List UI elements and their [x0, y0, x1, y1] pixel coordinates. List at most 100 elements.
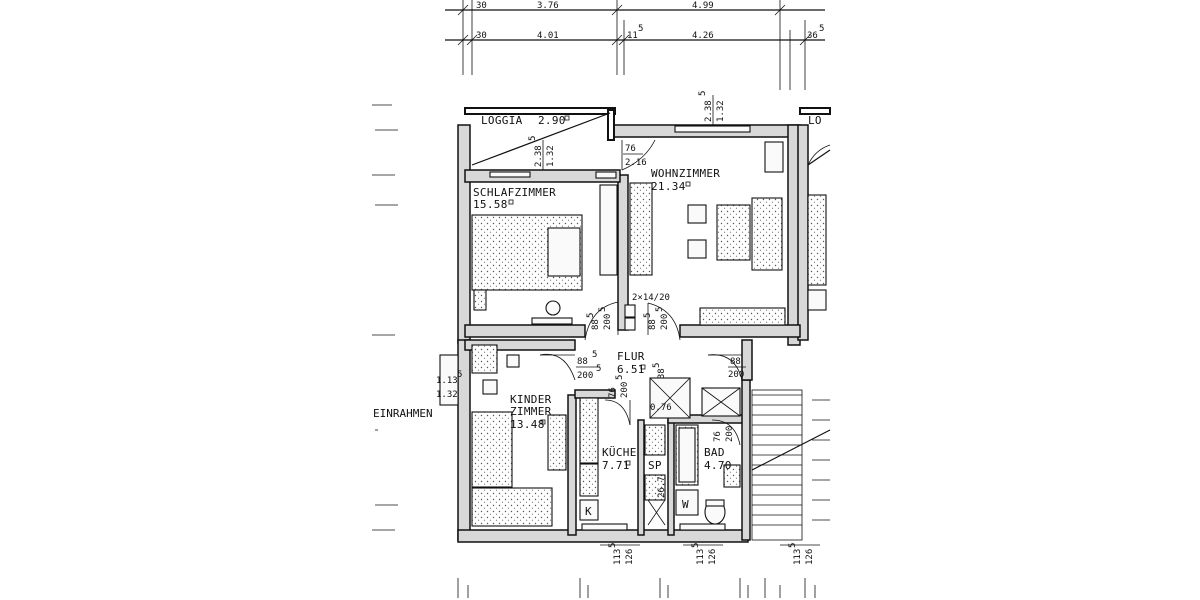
shelf — [531, 317, 573, 325]
shelf-kids — [547, 414, 567, 471]
area-marker-icon — [685, 181, 691, 187]
door-wohnzimmer-arc — [647, 302, 681, 341]
area-marker-icon — [508, 199, 514, 205]
dim-top-30b: 30 — [476, 31, 487, 41]
door-schlafzimmer-arc — [584, 301, 619, 341]
room-kueche-name: KÜCHE — [602, 446, 637, 459]
area-marker-icon — [640, 364, 646, 370]
dim-bottom1-a-sup: 5 — [608, 543, 618, 548]
sofa — [751, 197, 783, 271]
dim-door4-a: 88 — [730, 357, 741, 367]
stove — [579, 463, 599, 497]
dim-door1-a-sup: 5 — [586, 313, 596, 318]
dim-top-36-sup: 5 — [819, 24, 824, 34]
dim-sp: 26.7 — [657, 476, 667, 498]
dim-bottom2-a: 113 — [696, 549, 706, 565]
bad-fixtures — [644, 377, 741, 525]
kitchen-counter-left — [579, 397, 599, 464]
interior-walls — [464, 169, 801, 541]
dim-bottom1-a: 113 — [613, 549, 623, 565]
stair-tag: 2×14/20 — [632, 293, 670, 303]
left-margin-marks — [372, 104, 398, 531]
dim-door3-b: 200 — [577, 371, 593, 381]
dim-door3-a: 88 — [577, 357, 588, 367]
windows — [439, 125, 751, 531]
dim-left-win-b: 1.32 — [436, 390, 458, 400]
area-marker-icon — [625, 460, 631, 466]
room-wohnzimmer-area: 21.34 — [651, 180, 686, 193]
dim-bottom3-b: 126 — [805, 549, 815, 565]
desk — [471, 344, 498, 374]
dim-bottom2-a-sup: 5 — [691, 543, 701, 548]
coffee-table — [716, 204, 751, 261]
room-kinderzimmer-area: 13.48 — [510, 418, 545, 431]
lamp-icon — [545, 300, 561, 316]
dim-loggia-h1: 2.38 — [534, 145, 544, 167]
dim-loggia-h1-sup: 5 — [528, 136, 538, 141]
dim-wohn-h2: 1.32 — [716, 100, 726, 122]
dim-flur-h-sup: 5 — [652, 363, 662, 368]
nightstand — [473, 289, 487, 311]
einrahmen-label: EINRAHMEN — [373, 407, 433, 420]
sink — [723, 464, 741, 488]
chair — [506, 354, 520, 368]
dim-door1-b: 200 — [603, 314, 613, 330]
dim-loggia-h2: 1.32 — [546, 145, 556, 167]
dim-door1-b-sup: 5 — [598, 307, 608, 312]
dim-door4-b: 200 — [728, 370, 744, 380]
dim-kueche-door-b: 200 — [620, 382, 630, 398]
dim-door2-a-sup: 5 — [643, 313, 653, 318]
sp-shelf — [644, 474, 666, 501]
sp-cabinet — [644, 424, 666, 456]
dim-wohn-door-b: 2.16 — [625, 158, 647, 168]
side-cabinet — [764, 141, 784, 173]
room-kueche-area: 7.71 — [602, 459, 630, 472]
outer-walls — [457, 107, 831, 543]
schlafzimmer-furniture — [471, 184, 618, 325]
dim-door2-a: 88 — [648, 319, 658, 330]
dim-top-11-sup: 5 — [638, 24, 643, 34]
dim-left-win-a-sup: 5 — [457, 370, 462, 380]
wohnzimmer-door-arc — [621, 139, 656, 171]
dim-door1-a: 88 — [591, 319, 601, 330]
sideboard — [629, 182, 653, 276]
dim-door3-b-sup: 5 — [596, 364, 601, 374]
room-wc-area: 0.76 — [650, 403, 672, 413]
room-flur-name: FLUR — [617, 350, 645, 363]
room-sp-name: SP — [648, 459, 662, 472]
wohnzimmer-furniture — [629, 141, 786, 326]
dim-kueche-door-b-sup: 5 — [615, 375, 625, 380]
dim-bottom1-b: 126 — [625, 549, 635, 565]
dim-bad-door-a: 76 — [713, 431, 723, 442]
door-kinderzimmer-arc — [539, 353, 576, 381]
fridge — [579, 499, 599, 521]
wardrobe — [599, 184, 618, 276]
stool — [482, 379, 498, 395]
fuse-box — [624, 304, 636, 318]
low-board — [699, 307, 786, 326]
meter-box — [624, 317, 636, 331]
wardrobe-kids — [471, 487, 553, 527]
room-wohnzimmer-name: WOHNZIMMER — [651, 167, 720, 180]
room-loggia-right-name: LO — [808, 114, 822, 127]
dim-top-30a: 30 — [476, 1, 487, 11]
kueche-furniture — [579, 397, 666, 526]
room-kinderzimmer-name1: KINDER — [510, 393, 552, 406]
fixture-k: K — [585, 505, 592, 518]
child-bed — [471, 411, 513, 488]
loggia-right-diagonal — [807, 149, 831, 166]
washing-machine — [675, 489, 699, 516]
dim-door2-b-sup: 5 — [655, 307, 665, 312]
room-bad-area: 4.70 — [704, 459, 732, 472]
fixture-w: W — [682, 498, 689, 511]
armchair-2 — [687, 239, 707, 259]
room-schlafzimmer-area: 15.58 — [473, 198, 508, 211]
dim-top-36: 36 — [807, 31, 818, 41]
dim-left-win-a: 1.13 — [436, 376, 458, 386]
dim-top-426: 4.26 — [692, 31, 714, 41]
dim-top-376: 3.76 — [537, 1, 559, 11]
room-loggia-name: LOGGIA — [481, 114, 523, 127]
dim-wohn-h1-sup: 5 — [698, 91, 708, 96]
room-flur-area: 6.51 — [617, 363, 645, 376]
